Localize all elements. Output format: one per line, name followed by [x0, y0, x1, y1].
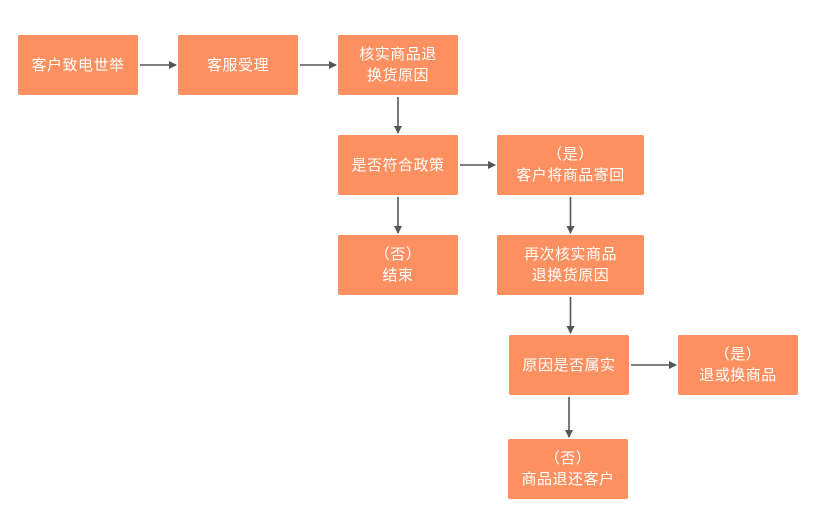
node-end: （否） 结束	[338, 235, 458, 295]
node-label: 结束	[382, 266, 414, 284]
node-label-line-1: 核实商品退	[359, 45, 437, 63]
node-policy-check: 是否符合政策	[338, 135, 458, 195]
node-label-line-1: 再次核实商品	[523, 245, 617, 263]
node-label-line-2: 换货原因	[366, 66, 429, 84]
node-verify-reason: 核实商品退 换货原因	[338, 35, 458, 95]
node-service-accept: 客服受理	[178, 35, 298, 95]
node-branch-label: （是）	[547, 145, 594, 163]
node-return-or-exchange: （是） 退或换商品	[678, 335, 798, 395]
node-customer-send-back: （是） 客户将商品寄回	[497, 135, 644, 195]
node-label: 客户致电世举	[31, 55, 125, 74]
node-return-to-customer: （否） 商品退还客户	[508, 439, 628, 499]
node-reason-valid-check: 原因是否属实	[509, 335, 629, 395]
node-label: 商品退还客户	[521, 470, 615, 488]
node-label: 客服受理	[206, 55, 269, 74]
node-label: 客户将商品寄回	[516, 166, 625, 184]
node-branch-label: （否）	[544, 449, 592, 467]
node-branch-label: （是）	[714, 345, 762, 363]
node-label: 退或换商品	[699, 366, 777, 384]
node-customer-call: 客户致电世举	[18, 35, 138, 95]
node-branch-label: （否）	[374, 245, 422, 263]
node-reverify-reason: 再次核实商品 退换货原因	[497, 235, 644, 295]
node-label-line-2: 退换货原因	[531, 266, 610, 284]
node-label: 是否符合政策	[351, 155, 445, 174]
node-label: 原因是否属实	[522, 355, 616, 374]
